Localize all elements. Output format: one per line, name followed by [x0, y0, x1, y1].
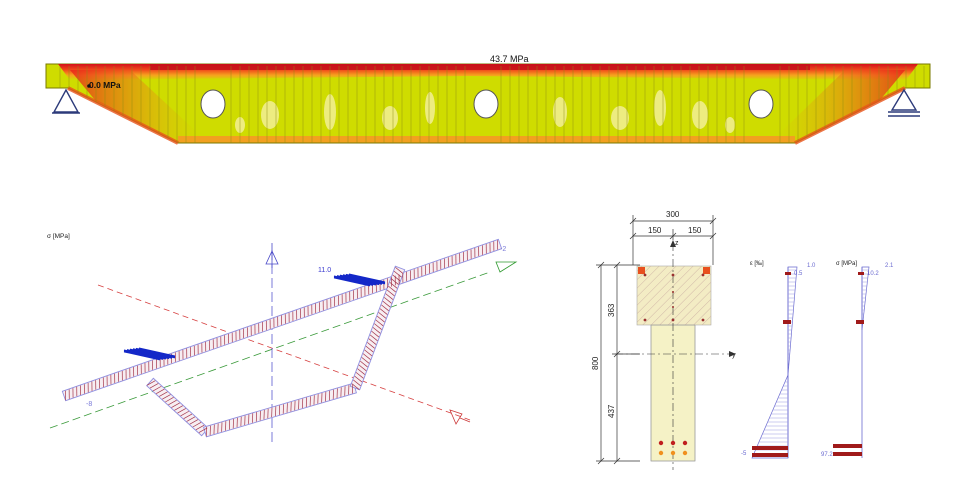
stress-bottom-value: 97.2	[821, 452, 833, 458]
truss-axis-label: σ [MPa]	[47, 233, 70, 240]
beam-max-stress-label: 43.7 MPa	[490, 54, 529, 64]
stress-top-value: 2.1	[885, 263, 894, 269]
bottom-rebars	[658, 440, 688, 456]
strain-top-value: 1.0	[807, 263, 816, 269]
dim-bottom-height: 437	[607, 404, 616, 418]
beam-stress-diagram: 43.7 MPa 0.0 MPa	[45, 54, 931, 145]
axis-arrow-z-icon	[265, 243, 279, 268]
axis-arrow-y-icon	[495, 261, 518, 273]
beam-opening-right	[748, 89, 774, 119]
axis-y-label: y	[732, 352, 736, 359]
stress-rebar-value: 10.2	[867, 271, 879, 277]
dim-right-half: 150	[688, 226, 702, 235]
left-support-icon	[52, 88, 80, 114]
truss-top-value-label: 11.0	[318, 267, 331, 274]
strain-bottom-value: -5	[741, 451, 747, 457]
dim-total-width: 300	[666, 210, 680, 219]
right-support-icon	[888, 88, 920, 117]
beam-opening-left	[200, 89, 226, 119]
section-web	[650, 324, 696, 462]
axis-z-arrow-icon	[670, 240, 676, 247]
truss-bottom-left-label: -8	[86, 401, 92, 408]
dim-total-height: 800	[591, 356, 600, 370]
axis-z-label: z	[675, 240, 679, 247]
strain-rebar-value: 0.5	[794, 271, 803, 277]
stress-label: σ [MPa]	[836, 261, 857, 267]
truss-end-label: -2	[500, 246, 506, 253]
strain-label: ε [‰]	[750, 261, 764, 267]
dim-top-height: 363	[607, 303, 616, 317]
axis-arrow-x-icon	[449, 409, 471, 425]
dim-left-half: 150	[648, 226, 662, 235]
section-outline	[650, 324, 696, 462]
width-dimension	[629, 215, 717, 265]
beam-min-stress-label: 0.0 MPa	[89, 80, 121, 90]
height-dimension	[596, 261, 640, 465]
strain-diagram	[751, 266, 798, 459]
global-axes	[49, 250, 491, 445]
beam-opening-center	[473, 89, 499, 119]
compression-corner-right	[703, 267, 710, 274]
compression-corner-left	[638, 267, 645, 274]
stress-diagram	[833, 266, 870, 458]
section-flange	[636, 265, 712, 326]
axis-y-arrow-icon	[729, 351, 736, 357]
